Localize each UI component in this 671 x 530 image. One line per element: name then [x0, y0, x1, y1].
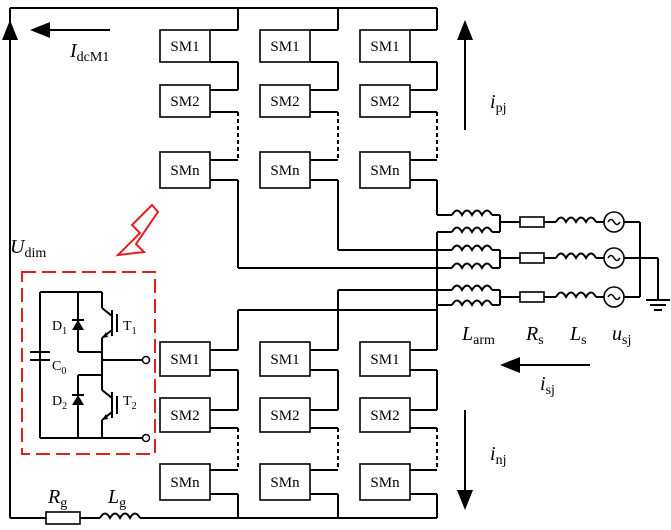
resistor-icon — [519, 252, 545, 264]
submodule-box: SM2 — [159, 84, 211, 118]
rs-label: Rs — [525, 323, 544, 348]
variable-labels: IdcM1 Udim ipj inj isj Larm Rs Ls usj Rg… — [10, 40, 631, 511]
diode-icon — [72, 388, 84, 412]
usj-label: usj — [612, 323, 631, 348]
arrows — [2, 20, 590, 510]
grid-resistor-icon — [45, 511, 81, 525]
grid-inductor-icon — [99, 512, 141, 521]
red-arrow-icon — [115, 203, 160, 257]
half-bridge-detail — [30, 291, 151, 443]
detail-labels: D1 T1 D2 T2 C0 — [52, 319, 137, 412]
detail-highlight — [21, 203, 160, 455]
submodule-box: SM1 — [359, 29, 411, 63]
sm-label: SM2 — [370, 408, 399, 424]
submodule-box: SMn — [359, 463, 411, 501]
source-inductor-icon — [555, 252, 597, 261]
sm-label: SM2 — [170, 408, 199, 424]
sm-label: SM1 — [270, 352, 299, 368]
isj-label: isj — [540, 373, 555, 398]
submodule-box: SM1 — [259, 29, 311, 63]
arm-inductor-icon — [451, 244, 493, 253]
phase-legs — [210, 8, 452, 518]
idc-label: IdcM1 — [69, 40, 109, 65]
arm-inductor-icon — [451, 299, 493, 308]
d1-label: D1 — [52, 319, 67, 337]
terminal-icon — [141, 355, 151, 365]
submodule-box: SM1 — [359, 341, 411, 377]
sm-label: SMn — [270, 475, 300, 491]
sm-label: SMn — [170, 475, 200, 491]
submodules-upper: SM1 SM2 SMn SM1 SM2 SMn SM1 SM2 SMn — [159, 29, 411, 189]
rg-label: Rg — [47, 486, 67, 511]
submodule-box: SMn — [159, 151, 211, 189]
submodule-box: SM1 — [159, 29, 211, 63]
t2-label: T2 — [123, 394, 137, 412]
source-inductor-icon — [555, 216, 597, 225]
submodule-box: SM2 — [159, 397, 211, 433]
submodule-box: SM2 — [259, 397, 311, 433]
ac-side — [436, 209, 670, 311]
udc-label: Udim — [10, 236, 46, 261]
submodule-box: SMn — [359, 151, 411, 189]
submodule-box: SM2 — [359, 84, 411, 118]
sm-label: SM1 — [370, 39, 399, 55]
sm-label: SM1 — [170, 39, 199, 55]
sm-label: SMn — [270, 163, 300, 179]
arm-inductor-icon — [451, 209, 493, 218]
larm-label: Larm — [461, 323, 495, 348]
sm-label: SM2 — [170, 94, 199, 110]
submodule-box: SM1 — [259, 341, 311, 377]
c0-label: C0 — [52, 359, 66, 377]
sm-label: SMn — [170, 163, 200, 179]
submodule-box: SM2 — [259, 84, 311, 118]
sm-label: SM1 — [370, 352, 399, 368]
d2-label: D2 — [52, 394, 67, 412]
arm-inductor-icon — [451, 284, 493, 293]
ipj-label: ipj — [490, 91, 506, 116]
source-inductor-icon — [555, 291, 597, 300]
submodule-box: SM2 — [359, 397, 411, 433]
t1-label: T1 — [123, 319, 137, 337]
arm-inductor-icon — [451, 262, 493, 271]
submodules-lower: SM1 SM2 SMn SM1 SM2 SMn SM1 SM2 SMn — [159, 341, 411, 501]
inj-label: inj — [490, 443, 506, 468]
sm-label: SMn — [370, 475, 400, 491]
sm-label: SM2 — [370, 94, 399, 110]
lg-label: Lg — [107, 486, 126, 511]
sm-label: SMn — [370, 163, 400, 179]
arm-inductor-icon — [451, 226, 493, 235]
igbt-icon — [101, 292, 118, 352]
submodule-box: SMn — [259, 463, 311, 501]
diode-icon — [72, 306, 84, 338]
sm-label: SM1 — [270, 39, 299, 55]
submodule-box: SM1 — [159, 341, 211, 377]
ground-icon — [646, 299, 670, 311]
sm-label: SM2 — [270, 408, 299, 424]
igbt-icon — [101, 375, 118, 438]
terminal-icon — [141, 433, 151, 443]
resistor-icon — [519, 291, 545, 303]
submodule-box: SMn — [159, 463, 211, 501]
sm-label: SM2 — [270, 94, 299, 110]
sm-label: SM1 — [170, 352, 199, 368]
ls-label: Ls — [569, 323, 587, 348]
resistor-icon — [519, 216, 545, 228]
submodule-detail-box — [21, 271, 156, 455]
submodule-box: SMn — [259, 151, 311, 189]
